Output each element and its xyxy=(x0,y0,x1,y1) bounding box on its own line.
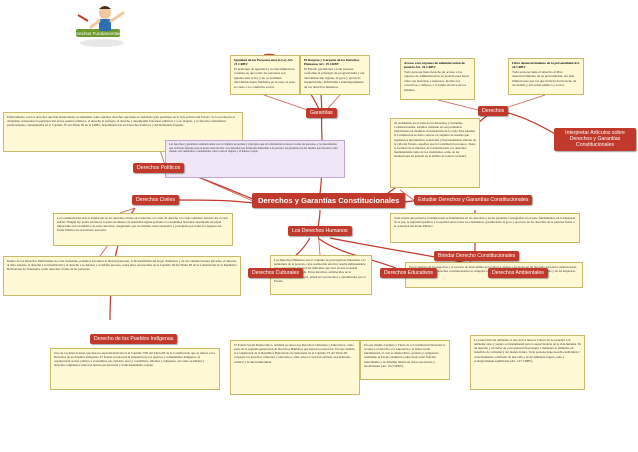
node-derechos-politicos[interactable]: Derechos Políticos xyxy=(133,163,185,173)
box-politicos-body: Políticamente, son los derechos que han … xyxy=(7,115,235,128)
hand-reaching-man-illustration: Derechos Fundamentales xyxy=(72,6,125,47)
box-educativos-body: En este mismo Capítulo y Título de la Co… xyxy=(364,343,446,368)
box-ambientales: La protección del ambiente es uno de los… xyxy=(470,335,585,390)
node-garantias[interactable]: Garantías xyxy=(306,108,337,118)
node-interpretar[interactable]: Interpretar Artículos sobre Derechos y G… xyxy=(554,128,636,151)
box-igualdad-title: Igualdad de las Personas ante la Ley Art… xyxy=(234,58,294,67)
box-humanos-body: Los Derechos Humanos son el conjunto de … xyxy=(274,258,366,283)
node-indigenas[interactable]: Derecho de los Pueblos Indígenas xyxy=(90,334,178,344)
node-culturales[interactable]: Derechos Culturales xyxy=(248,268,303,278)
box-dentro-body: Dentro de los Derechos Individuales de c… xyxy=(7,259,237,272)
illustration-caption: Derechos Fundamentales xyxy=(72,31,125,36)
node-ambientales[interactable]: Derechos Ambientales xyxy=(488,268,548,278)
box-indigenas: Uno de los innovaciones que merece espec… xyxy=(50,348,220,390)
node-brindar[interactable]: Brindar Derecho Constitucionales xyxy=(434,251,520,261)
box-igualdad-body: El principio de igualdad y no discrimina… xyxy=(234,66,296,89)
box-libre-body: Toda persona tiene el derecho al libre d… xyxy=(512,69,577,88)
box-respeto-title: El Respeto y Garantía de los Derechos Hu… xyxy=(304,58,360,67)
box-acceso-title: Acceso a los órganos de administración d… xyxy=(404,61,465,70)
box-dentro: Dentro de los Derechos Individuales de c… xyxy=(3,256,241,296)
box-educativos: En este mismo Capítulo y Título de la Co… xyxy=(360,340,450,380)
central-node[interactable]: Derechos y Garantías Constitucionales xyxy=(252,193,406,208)
box-conjunto-body: Los derechos y garantías constitucionale… xyxy=(169,143,338,154)
box-conjunto: Los derechos y garantías constitucionale… xyxy=(165,140,345,178)
box-libre-title: Libre desenvolvimiento de la personalida… xyxy=(512,61,580,70)
box-igualdad: Igualdad de las Personas ante la Ley Art… xyxy=(230,55,300,95)
box-civiles: La Constitución ha sido la fundación de … xyxy=(53,213,233,246)
node-derechos-civiles[interactable]: Derechos Civiles xyxy=(132,195,179,205)
node-estudiar[interactable]: Estudiar Derechos y Garantías Constituci… xyxy=(414,195,533,205)
box-atendiendo-body: Al atendiendo en el tema de los Derechos… xyxy=(394,121,476,159)
box-culturales: El Estado Social Democrático, también re… xyxy=(230,340,360,395)
box-culturales-body: El Estado Social Democrático, también re… xyxy=(234,343,356,364)
box-fundamental-body: Toda norma que preserve constitucional s… xyxy=(394,216,576,229)
node-derechos-humanos[interactable]: Los Derechos Humanos xyxy=(288,226,352,236)
box-indigenas-body: Uno de los innovaciones que merece espec… xyxy=(54,351,215,368)
box-acceso-body: Toda persona tiene derecho de acceso a l… xyxy=(404,69,470,92)
box-atendiendo: Al atendiendo en el tema de los Derechos… xyxy=(390,118,480,188)
box-fundamental: Toda norma que preserve constitucional s… xyxy=(390,213,580,243)
node-derechos[interactable]: Derechos xyxy=(478,106,509,116)
box-libre: Libre desenvolvimiento de la personalida… xyxy=(508,58,584,95)
node-educativos[interactable]: Derechos Educativos xyxy=(380,268,438,278)
box-respeto: El Respeto y Garantía de los Derechos Hu… xyxy=(300,55,370,95)
box-respeto-body: El Estado garantizará a toda persona con… xyxy=(304,66,365,89)
box-civiles-body: La Constitución ha sido la fundación de … xyxy=(57,216,228,233)
box-ambientales-body: La protección del ambiente es uno de los… xyxy=(474,338,581,363)
box-acceso: Acceso a los órganos de administración d… xyxy=(400,58,475,100)
